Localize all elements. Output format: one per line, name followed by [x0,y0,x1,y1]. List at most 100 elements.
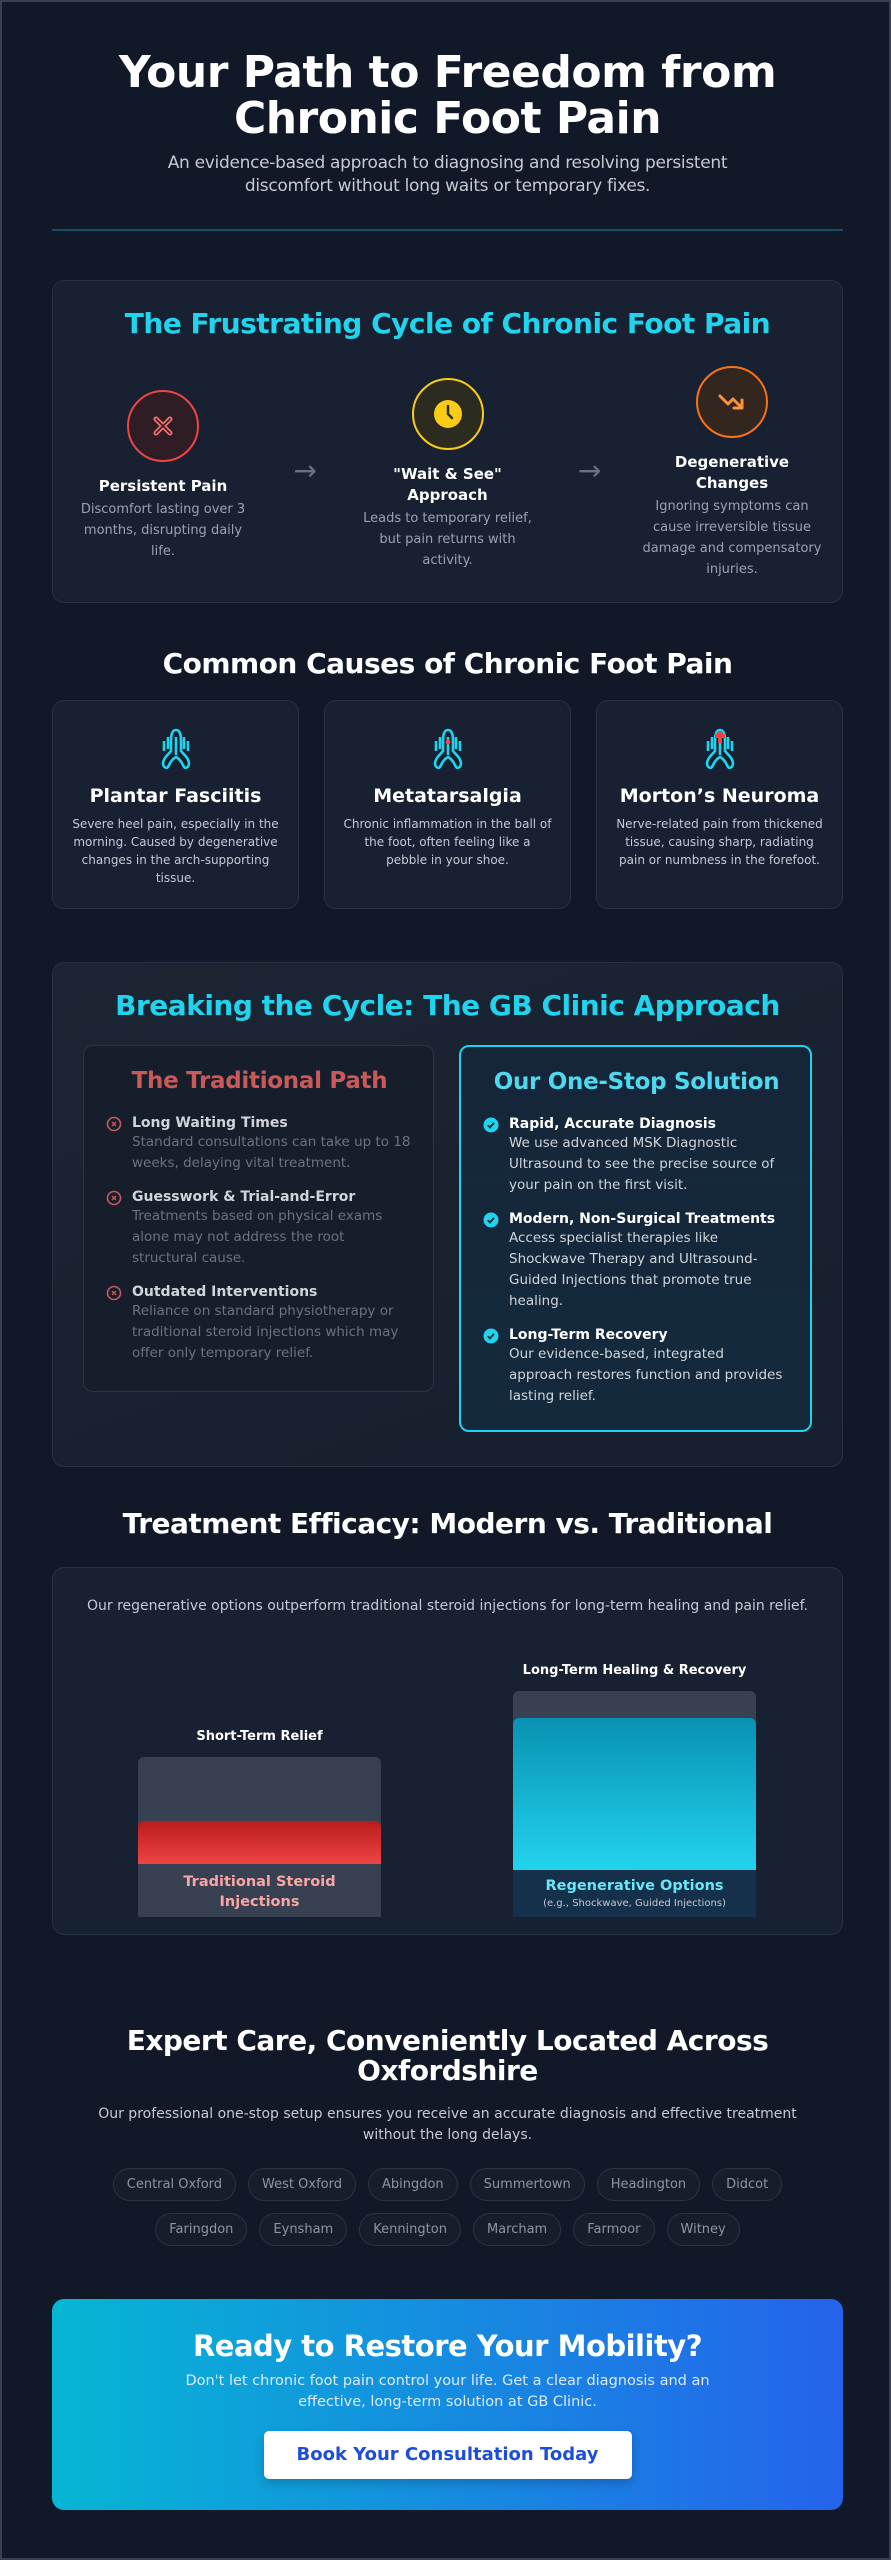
x-cross-icon [127,390,199,462]
efficacy-section: Treatment Efficacy: Modern vs. Tradition… [52,1507,843,1540]
bar: Regenerative Options (e.g., Shockwave, Gu… [513,1691,756,1917]
cause-desc: Nerve-related pain from thickened tissue… [616,817,823,867]
location-pill: Summertown [469,2168,585,2201]
cause-title: Metatarsalgia [373,785,522,807]
cta-desc: Don't let chronic foot pain control your… [185,2373,710,2410]
bar: Traditional Steroid Injections [138,1757,381,1917]
item-title: Guesswork & Trial-and-Error [132,1189,356,1205]
panel-title: The Traditional Path [131,1068,388,1094]
bar-caption: Regenerative Options (e.g., Shockwave, Gu… [513,1870,756,1917]
cause-desc: Severe heel pain, especially in the morn… [72,817,279,885]
arrow-icon: → [578,454,602,487]
location-pill: West Oxford [248,2168,356,2201]
cta-title: Ready to Restore Your Mobility? [192,2329,703,2363]
bar-note: (e.g., Shockwave, Guided Injections) [543,1898,726,1909]
trend-down-icon [696,366,768,438]
bar-name: Traditional Steroid Injections [183,1874,336,1910]
bar-name: Regenerative Options [545,1878,724,1894]
check-circle-icon [483,1117,499,1196]
section-title: Expert Care, Conveniently Located Across… [126,2024,769,2087]
step-title: "Wait & See" Approach [393,465,502,504]
item-desc: We use advanced MSK Diagnostic Ultrasoun… [509,1135,775,1193]
foot-icon [325,727,570,775]
location-pill: Central Oxford [112,2168,237,2201]
foot-icon [53,727,298,775]
locations-section: Expert Care, Conveniently Located Across… [52,2026,843,2246]
item-title: Long Waiting Times [132,1115,288,1131]
item-title: Rapid, Accurate Diagnosis [509,1116,717,1132]
item-desc: Our evidence-based, integrated approach … [509,1346,783,1404]
location-pill: Witney [666,2213,740,2246]
list-item: Rapid, Accurate Diagnosis We use advanced… [483,1115,790,1196]
cta-banner: Ready to Restore Your Mobility? Don't le… [52,2299,843,2510]
location-pill: Faringdon [155,2213,248,2246]
check-circle-icon [483,1328,499,1407]
x-circle-icon [106,1116,122,1174]
location-pill: Kennington [359,2213,461,2246]
divider [52,229,843,231]
bar-top-label: Long-Term Healing & Recovery [522,1663,747,1678]
clock-icon [411,378,484,450]
section-title: Treatment Efficacy: Modern vs. Tradition… [122,1507,773,1540]
step-desc: Discomfort lasting over 3 months, disrup… [80,502,246,559]
efficacy-chart: Our regenerative options outperform trad… [52,1567,843,1935]
causes-section: Common Causes of Chronic Foot Pain Plant… [52,647,843,909]
bar-top-label: Short-Term Relief [196,1729,323,1744]
cause-title: Morton’s Neuroma [619,785,820,807]
location-pills: Central Oxford West Oxford Abingdon Summert… [52,2168,843,2246]
section-title: Common Causes of Chronic Foot Pain [162,647,733,680]
one-stop-solution-panel: Our One-Stop Solution Rapid, Accurate Di… [459,1045,812,1432]
book-consultation-button[interactable]: Book Your Consultation Today [263,2431,632,2479]
item-title: Modern, Non-Surgical Treatments [509,1211,776,1227]
bar-fill [138,1821,381,1864]
bar-fill [513,1717,756,1870]
item-title: Long-Term Recovery [509,1327,668,1343]
approach-section: Breaking the Cycle: The GB Clinic Approa… [52,962,843,1467]
panel-title: Our One-Stop Solution [493,1069,780,1095]
location-pill: Abingdon [367,2168,458,2201]
location-pill: Farmoor [573,2213,655,2246]
step-title: Degenerative Changes [674,453,790,492]
x-circle-icon [106,1190,122,1269]
step-desc: Ignoring symptoms can cause irreversible… [642,499,822,577]
location-pill: Marcham [472,2213,562,2246]
step-desc: Leads to temporary relief, but pain retu… [363,511,532,568]
cause-title: Plantar Fasciitis [89,785,262,807]
foot-icon [597,727,842,775]
item-desc: Access specialist therapies like Shockwa… [509,1230,758,1309]
section-title: Breaking the Cycle: The GB Clinic Approa… [115,989,780,1022]
locations-desc: Our professional one-stop setup ensures … [98,2106,797,2143]
item-desc: Standard consultations can take up to 18… [132,1134,411,1171]
title-line: Chronic Foot Pain [233,93,662,144]
location-pill: Didcot [712,2168,783,2201]
section-title: The Frustrating Cycle of Chronic Foot Pa… [124,307,771,340]
location-pill: Eynsham [259,2213,348,2246]
item-desc: Treatments based on physical exams alone… [132,1208,383,1266]
title-line: Your Path to Freedom from [118,47,777,98]
page-subtitle: An evidence-based approach to diagnosing… [167,153,728,196]
location-pill: Headington [596,2168,701,2201]
item-desc: Reliance on standard physiotherapy or tr… [132,1303,399,1361]
arrow-icon: → [293,454,317,487]
cycle-section: The Frustrating Cycle of Chronic Foot Pa… [52,280,843,603]
cause-desc: Chronic inflammation in the ball of the … [343,817,552,867]
check-circle-icon [483,1212,499,1312]
bar-caption: Traditional Steroid Injections [138,1864,381,1917]
